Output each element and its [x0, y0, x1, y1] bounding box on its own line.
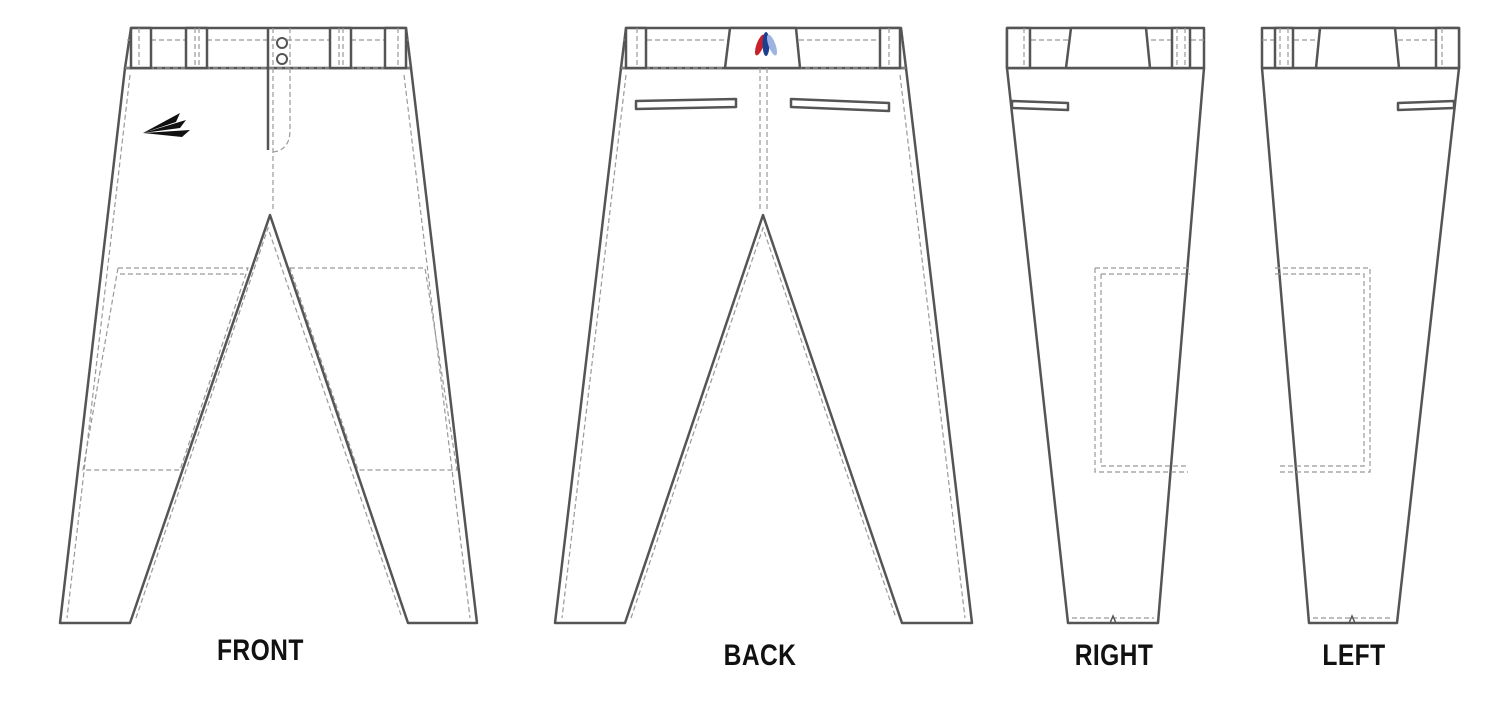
feathers-logo-icon	[755, 32, 777, 56]
back-view-pants	[553, 26, 974, 625]
left-label: LEFT	[1322, 639, 1386, 672]
front-view-pants	[58, 26, 479, 625]
right-label: RIGHT	[1074, 639, 1154, 672]
left-view-pants	[1260, 26, 1461, 625]
back-label: BACK	[723, 639, 797, 672]
right-view-pants	[1005, 26, 1206, 625]
trident-arrow-logo-icon	[143, 113, 190, 137]
front-label: FRONT	[217, 634, 304, 667]
